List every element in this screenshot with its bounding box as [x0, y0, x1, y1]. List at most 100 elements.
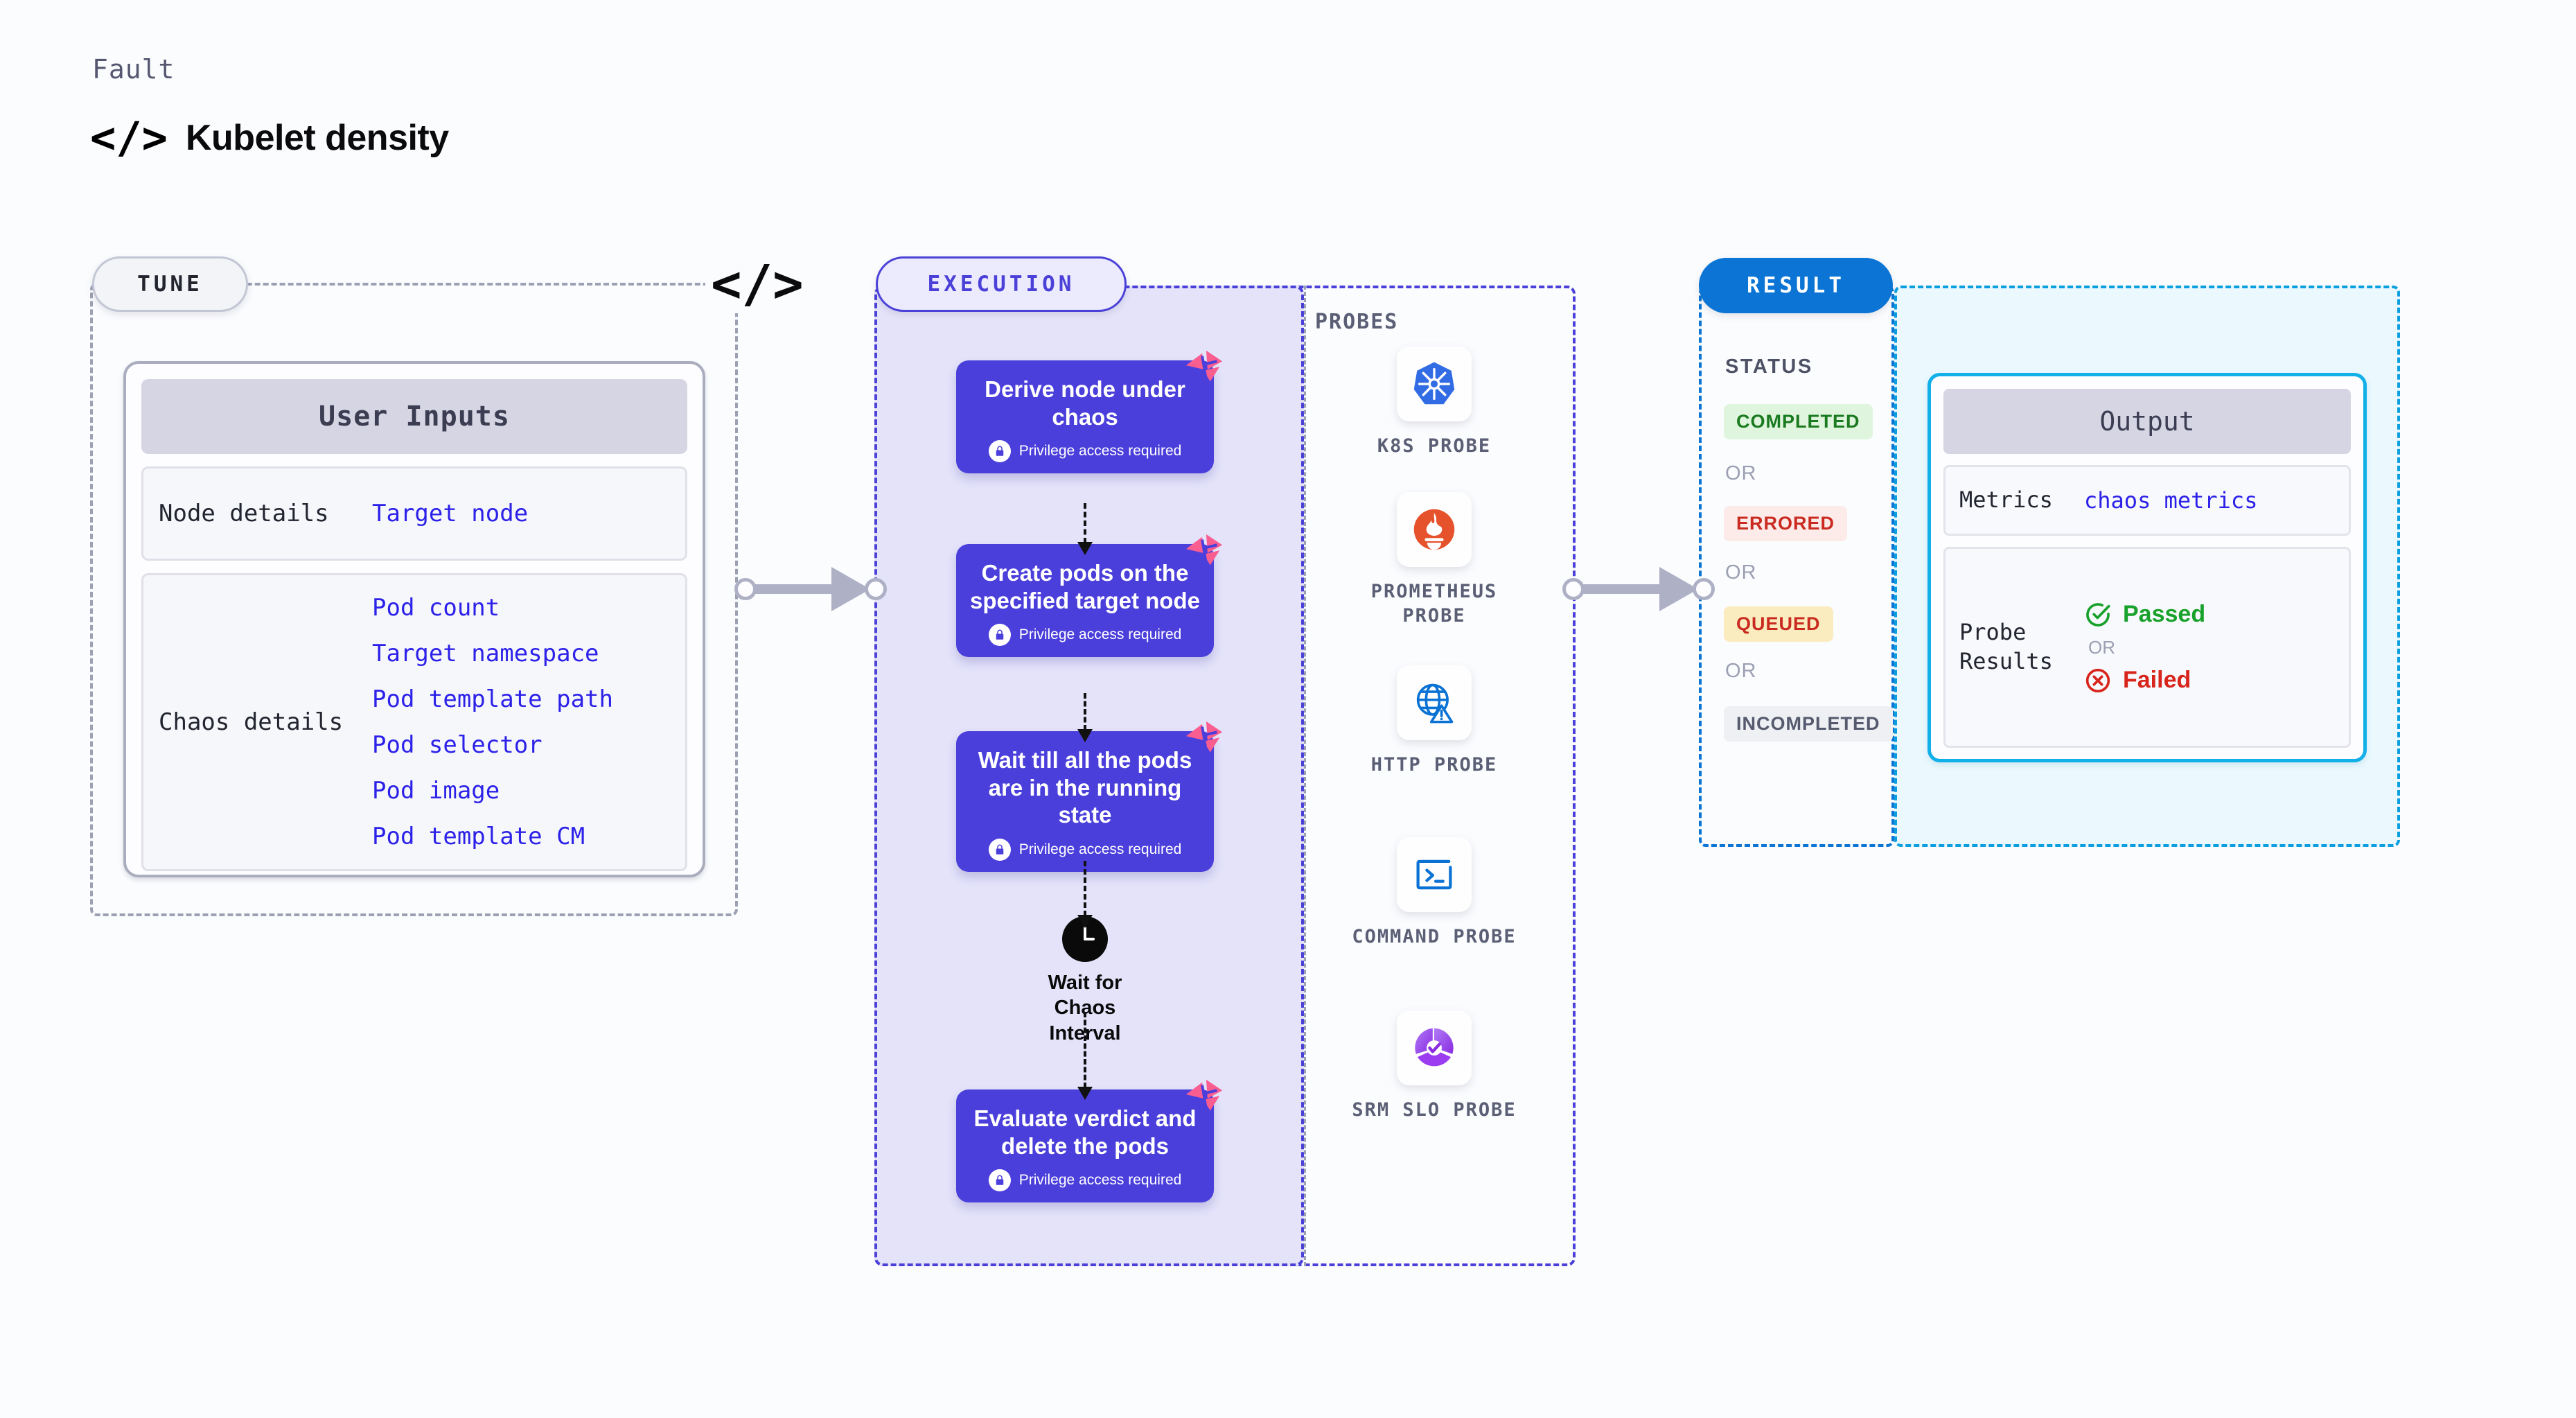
privilege-text: Privilege access required — [1018, 443, 1182, 459]
lock-icon — [988, 440, 1011, 463]
probe-srm-slo[interactable]: SRM SLO PROBE — [1344, 1010, 1524, 1122]
output-card: Output Metrics chaos metrics Probe Resul… — [1927, 373, 2367, 762]
flow-node-title: Create pods on the specified target node — [970, 560, 1200, 613]
probe-results-section: Probe Results Passed OR Failed — [1943, 547, 2351, 748]
input-pod-count[interactable]: Pod count — [372, 594, 500, 622]
input-pod-template-path[interactable]: Pod template path — [372, 685, 613, 713]
stage-pill-execution[interactable]: EXECUTION — [876, 256, 1127, 312]
connector-line — [747, 584, 851, 594]
probe-http[interactable]: HTTP PROBE — [1344, 665, 1524, 777]
input-target-node[interactable]: Target node — [372, 500, 529, 527]
node-details-label: Node details — [159, 499, 329, 527]
connector-dot-right — [1693, 578, 1715, 600]
flow-node-title: Derive node under chaos — [985, 376, 1185, 430]
privilege-note: Privilege access required — [969, 440, 1201, 463]
litmus-ribbon-icon — [1185, 350, 1223, 382]
node-details-values: Target node — [372, 483, 528, 544]
privilege-note: Privilege access required — [969, 838, 1201, 861]
flow-node-derive-node[interactable]: Derive node under chaos Privilege access… — [956, 350, 1223, 474]
status-badge-errored: ERRORED — [1724, 506, 1848, 541]
connector-dot-right — [865, 578, 887, 600]
flow-arrow-4 — [1077, 1012, 1093, 1100]
privilege-note: Privilege access required — [969, 1169, 1201, 1192]
privilege-note: Privilege access required — [969, 624, 1201, 647]
probe-label: HTTP PROBE — [1370, 754, 1498, 776]
flow-arrow-2 — [1077, 693, 1093, 742]
connector-line — [1575, 584, 1679, 594]
user-inputs-title: User Inputs — [141, 379, 687, 454]
status-badge-incompleted: INCOMPLETED — [1724, 706, 1893, 742]
slo-gauge-icon — [1397, 1010, 1472, 1085]
litmus-ribbon-icon — [1185, 1079, 1223, 1111]
flow-node-title: Wait till all the pods are in the runnin… — [978, 747, 1192, 828]
input-target-namespace[interactable]: Target namespace — [372, 640, 599, 667]
output-title: Output — [1943, 389, 2351, 454]
stage-pill-result[interactable]: RESULT — [1699, 258, 1893, 313]
status-badge-completed: COMPLETED — [1724, 404, 1873, 439]
kubernetes-icon — [1397, 347, 1472, 421]
probe-command[interactable]: COMMAND PROBE — [1344, 837, 1524, 949]
verdict-passed-label: Passed — [2123, 601, 2206, 627]
or-separator: OR — [1725, 660, 1757, 682]
probe-k8s[interactable]: K8S PROBE — [1344, 347, 1524, 458]
verdict-list: Passed OR Failed — [2084, 588, 2205, 707]
litmus-ribbon-icon — [1185, 721, 1223, 753]
verdict-or: OR — [2088, 636, 2115, 658]
node-details-section: Node details Target node — [141, 466, 687, 561]
input-pod-template-cm[interactable]: Pod template CM — [372, 823, 585, 850]
metrics-value[interactable]: chaos metrics — [2084, 487, 2258, 514]
probes-title: PROBES — [1315, 310, 1399, 334]
litmus-ribbon-icon — [1185, 534, 1223, 566]
lock-icon — [988, 1169, 1011, 1192]
probe-prometheus[interactable]: PROMETHEUS PROBE — [1344, 492, 1524, 628]
verdict-failed: Failed — [2084, 667, 2205, 694]
privilege-text: Privilege access required — [1018, 627, 1182, 643]
input-pod-selector[interactable]: Pod selector — [372, 731, 542, 759]
status-label: STATUS — [1725, 356, 1813, 378]
prometheus-icon — [1397, 492, 1472, 567]
probe-results-label: Probe Results — [1959, 619, 2053, 674]
flow-arrow-3 — [1077, 861, 1093, 928]
connector-tune-to-execution — [734, 567, 887, 611]
code-icon: </> — [90, 112, 168, 163]
divider-code-icon: </> — [705, 256, 809, 313]
connector-dot-left — [734, 578, 757, 600]
probe-label: K8S PROBE — [1377, 435, 1492, 457]
page-title: </> Kubelet density — [90, 116, 449, 159]
result-region — [1699, 286, 1894, 847]
chaos-details-values: Pod count Target namespace Pod template … — [372, 577, 613, 867]
chaos-details-label: Chaos details — [159, 708, 344, 736]
flow-arrow-1 — [1077, 503, 1093, 555]
probe-label: PROMETHEUS PROBE — [1370, 581, 1498, 627]
status-badge-queued: QUEUED — [1724, 606, 1833, 642]
chaos-details-section: Chaos details Pod count Target namespace… — [141, 573, 687, 871]
user-inputs-card: User Inputs Node details Target node Cha… — [123, 361, 705, 877]
fault-title: Kubelet density — [185, 118, 449, 158]
privilege-text: Privilege access required — [1018, 841, 1182, 857]
probe-label: SRM SLO PROBE — [1352, 1099, 1517, 1121]
privilege-text: Privilege access required — [1018, 1172, 1182, 1189]
or-separator: OR — [1725, 561, 1757, 584]
verdict-passed: Passed — [2084, 601, 2205, 629]
flow-node-title: Evaluate verdict and delete the pods — [973, 1105, 1197, 1159]
connector-dot-left — [1562, 578, 1585, 600]
flow-node-create-pods[interactable]: Create pods on the specified target node… — [956, 534, 1223, 658]
lock-icon — [988, 838, 1011, 861]
flow-node-wait-pods-running[interactable]: Wait till all the pods are in the runnin… — [956, 721, 1223, 872]
connector-arrowhead — [831, 567, 870, 611]
flow-node-evaluate-verdict[interactable]: Evaluate verdict and delete the pods Pri… — [956, 1079, 1223, 1203]
metrics-section: Metrics chaos metrics — [1943, 465, 2351, 536]
lock-icon — [988, 624, 1011, 647]
metrics-label: Metrics — [1959, 487, 2053, 514]
connector-arrowhead — [1659, 567, 1698, 611]
probe-label: COMMAND PROBE — [1352, 926, 1517, 947]
input-pod-image[interactable]: Pod image — [372, 777, 500, 805]
verdict-failed-label: Failed — [2123, 667, 2191, 693]
terminal-icon — [1397, 837, 1472, 912]
probes-divider — [1304, 286, 1306, 1266]
globe-warning-icon — [1397, 665, 1472, 740]
connector-execution-to-result — [1562, 567, 1715, 611]
check-circle-icon — [2086, 602, 2110, 627]
stage-pill-tune[interactable]: TUNE — [92, 256, 248, 312]
